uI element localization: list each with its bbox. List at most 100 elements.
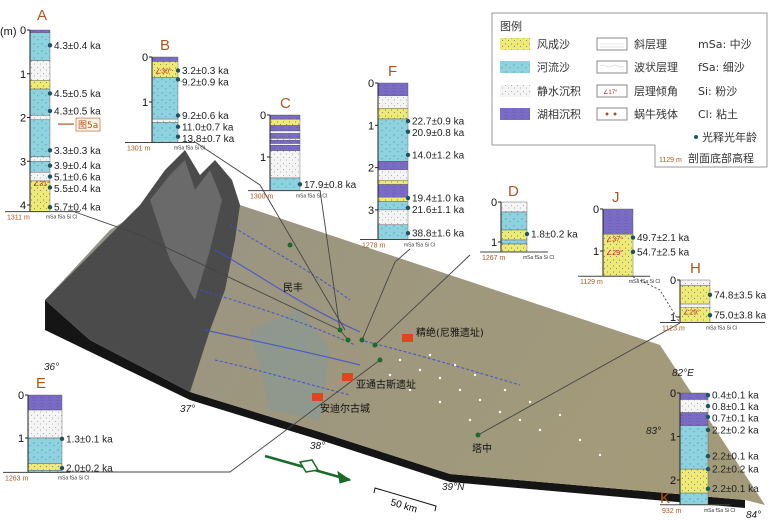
osl-age: 0.7±0.1 ka	[712, 414, 759, 425]
base-elevation: 1300 m	[250, 194, 274, 201]
lon-tick-82: 82°E	[672, 368, 694, 379]
layer-still	[151, 118, 179, 123]
layer-still	[269, 130, 301, 134]
dip-angle: ∠30°	[155, 68, 172, 76]
layer-fluvial	[377, 118, 409, 162]
legend: 图例 风成沙 河流沙 静水沉积 湖相沉积 ∠17° 斜层理 波状层理 层理倾角 …	[491, 12, 768, 168]
osl-age: 2.2±0.1 ka	[712, 484, 759, 495]
layer-aeolian	[269, 118, 301, 126]
sample-sites	[287, 242, 481, 438]
layer-lake	[679, 392, 709, 400]
profile-title: K	[660, 490, 670, 507]
depth-tick-label: 0	[20, 25, 26, 37]
north-arrow-icon	[264, 454, 352, 484]
osl-sample-dot	[297, 182, 303, 187]
osl-sample-dot	[59, 436, 65, 442]
layer-fluvial	[29, 119, 51, 158]
osl-sample-dot	[47, 185, 53, 190]
grain-axis-label: mSa fSa Si Cl	[46, 215, 77, 221]
osl-age: 5.7±0.4 ka	[54, 203, 101, 214]
depth-tick-label: 3	[20, 156, 26, 168]
oasis-area	[250, 310, 330, 420]
layer-still	[679, 279, 711, 286]
layer-lake	[269, 145, 301, 151]
place-minfeng: 民丰	[283, 281, 303, 294]
osl-age: 0.8±0.1 ka	[712, 402, 759, 413]
grain-axis-label: mSa fSa Si Cl	[404, 243, 435, 249]
legend-label: 湖相沉积	[537, 108, 581, 121]
lon-tick-83: 83°	[646, 426, 661, 437]
layer-still	[377, 169, 409, 181]
osl-age: 49.7±2.1 ka	[637, 233, 690, 244]
osl-age: 4.5±0.5 ka	[54, 89, 101, 100]
osl-dot-icon	[694, 135, 698, 139]
layer-lake	[377, 82, 409, 96]
lat-tick-39: 39°N	[442, 482, 465, 493]
base-elevation: 1311 m	[7, 215, 30, 222]
layer-still	[27, 409, 63, 439]
legend-grain: Si: 粉沙	[698, 85, 737, 98]
ruin-markers	[312, 334, 413, 401]
depth-tick-label: 0	[368, 78, 374, 90]
osl-age: 3.3±0.3 ka	[54, 146, 101, 157]
depth-tick-label: 0	[670, 388, 676, 400]
osl-age: 14.0±1.2 ka	[412, 150, 465, 161]
layer-still	[29, 115, 51, 120]
layer-lake	[269, 114, 301, 120]
base-elevation: 1123 m	[662, 326, 685, 333]
layer-aeolian	[29, 80, 51, 90]
osl-sample-dot	[705, 414, 711, 420]
legend-dip-sample: ∠17°	[603, 89, 618, 96]
legend-swatch-dip-angle	[596, 84, 628, 98]
lat-tick-38: 38°	[310, 441, 325, 452]
osl-age: 74.8±3.5 ka	[714, 290, 767, 301]
osl-age: 2.2±0.1 ka	[712, 452, 759, 463]
dip-angle: ∠29°	[683, 308, 700, 316]
osl-age: 11.0±0.7 ka	[182, 123, 234, 134]
osl-sample-dot	[707, 312, 713, 318]
profile-title: E	[36, 375, 46, 392]
layer-aeolian	[377, 108, 409, 120]
layer-fluvial	[500, 211, 528, 231]
grain-axis-label: mSa fSa Si Cl	[296, 194, 327, 200]
layer-lake	[27, 394, 63, 411]
osl-sample-dot	[405, 195, 411, 201]
grain-axis-label: mSa fSa Si Cl	[174, 146, 205, 152]
layer-still	[29, 156, 51, 162]
layer-fluvial	[377, 201, 409, 211]
ruin-icon	[342, 373, 353, 381]
layer-lake	[679, 412, 709, 426]
osl-sample-dot	[175, 113, 181, 118]
base-elevation: 1301 m	[127, 146, 151, 153]
dip-angle: ∠31°	[33, 180, 50, 188]
osl-sample-dot	[47, 148, 53, 153]
osl-age: 17.9±0.8 ka	[304, 180, 357, 191]
layer-still	[500, 201, 528, 213]
depth-tick-label: 0	[593, 204, 599, 216]
legend-title: 图例	[500, 19, 522, 33]
river-channels	[199, 224, 521, 396]
snail-icon	[613, 112, 617, 116]
layer-fluvial	[679, 425, 709, 470]
osl-age: 38.8±1.6 ka	[412, 229, 465, 240]
callout-box	[75, 117, 101, 132]
profile-title: A	[37, 7, 47, 24]
legend-label: 斜层理	[634, 38, 667, 51]
osl-sample-dot	[630, 249, 636, 255]
layer-aeolian	[27, 463, 63, 471]
osl-age: 22.7±0.9 ka	[412, 117, 465, 128]
place-tazhong: 塔中	[472, 442, 492, 455]
osl-sample-dot	[405, 118, 411, 124]
osl-age: 54.7±2.5 ka	[637, 247, 690, 258]
osl-age: 2.2±0.2 ka	[712, 425, 759, 436]
dune-dots	[388, 353, 602, 457]
osl-age: 4.3±0.5 ka	[54, 106, 101, 117]
layer-lake	[269, 125, 301, 132]
osl-sample-dot	[47, 43, 53, 48]
osl-sample-dot	[524, 231, 530, 237]
